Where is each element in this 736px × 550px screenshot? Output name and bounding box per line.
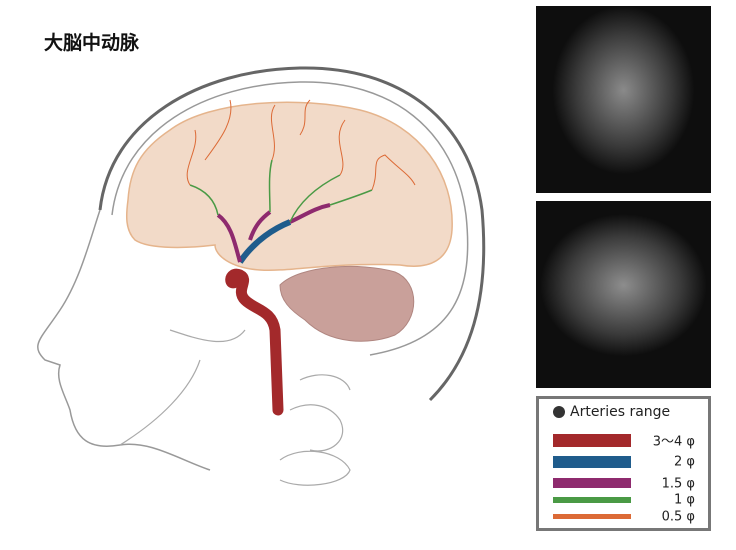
bullet-icon (553, 406, 565, 418)
vertebrae (279, 374, 351, 486)
legend-title: Arteries range (553, 404, 670, 420)
xray-lateral-view (536, 201, 711, 388)
head-illustration (37, 66, 486, 486)
legend-title-text: Arteries range (570, 404, 671, 420)
legend-label: 3～4 φ (652, 434, 695, 450)
brain (125, 101, 453, 272)
cerebellum (279, 265, 415, 342)
xray-frontal-view (536, 6, 711, 193)
legend-label: 2 φ (674, 454, 695, 470)
legend-swatch (553, 434, 631, 447)
legend: Arteries range 3～4 φ 2 φ 1.5 φ 1 φ 0.5 φ (536, 396, 711, 531)
jaw-outline (119, 329, 246, 446)
skull-outline (98, 66, 486, 402)
legend-label: 0.5 φ (661, 509, 695, 525)
face-outline (37, 209, 211, 471)
legend-swatch (553, 497, 631, 503)
legend-swatch (553, 478, 631, 488)
diagram-title: 大脳中动脉 (44, 32, 140, 54)
legend-label: 1 φ (674, 492, 695, 508)
legend-swatch (553, 456, 631, 468)
scalp-inner (111, 81, 469, 356)
legend-swatch (553, 514, 631, 519)
legend-label: 1.5 φ (661, 476, 695, 492)
artery-main (225, 268, 284, 416)
